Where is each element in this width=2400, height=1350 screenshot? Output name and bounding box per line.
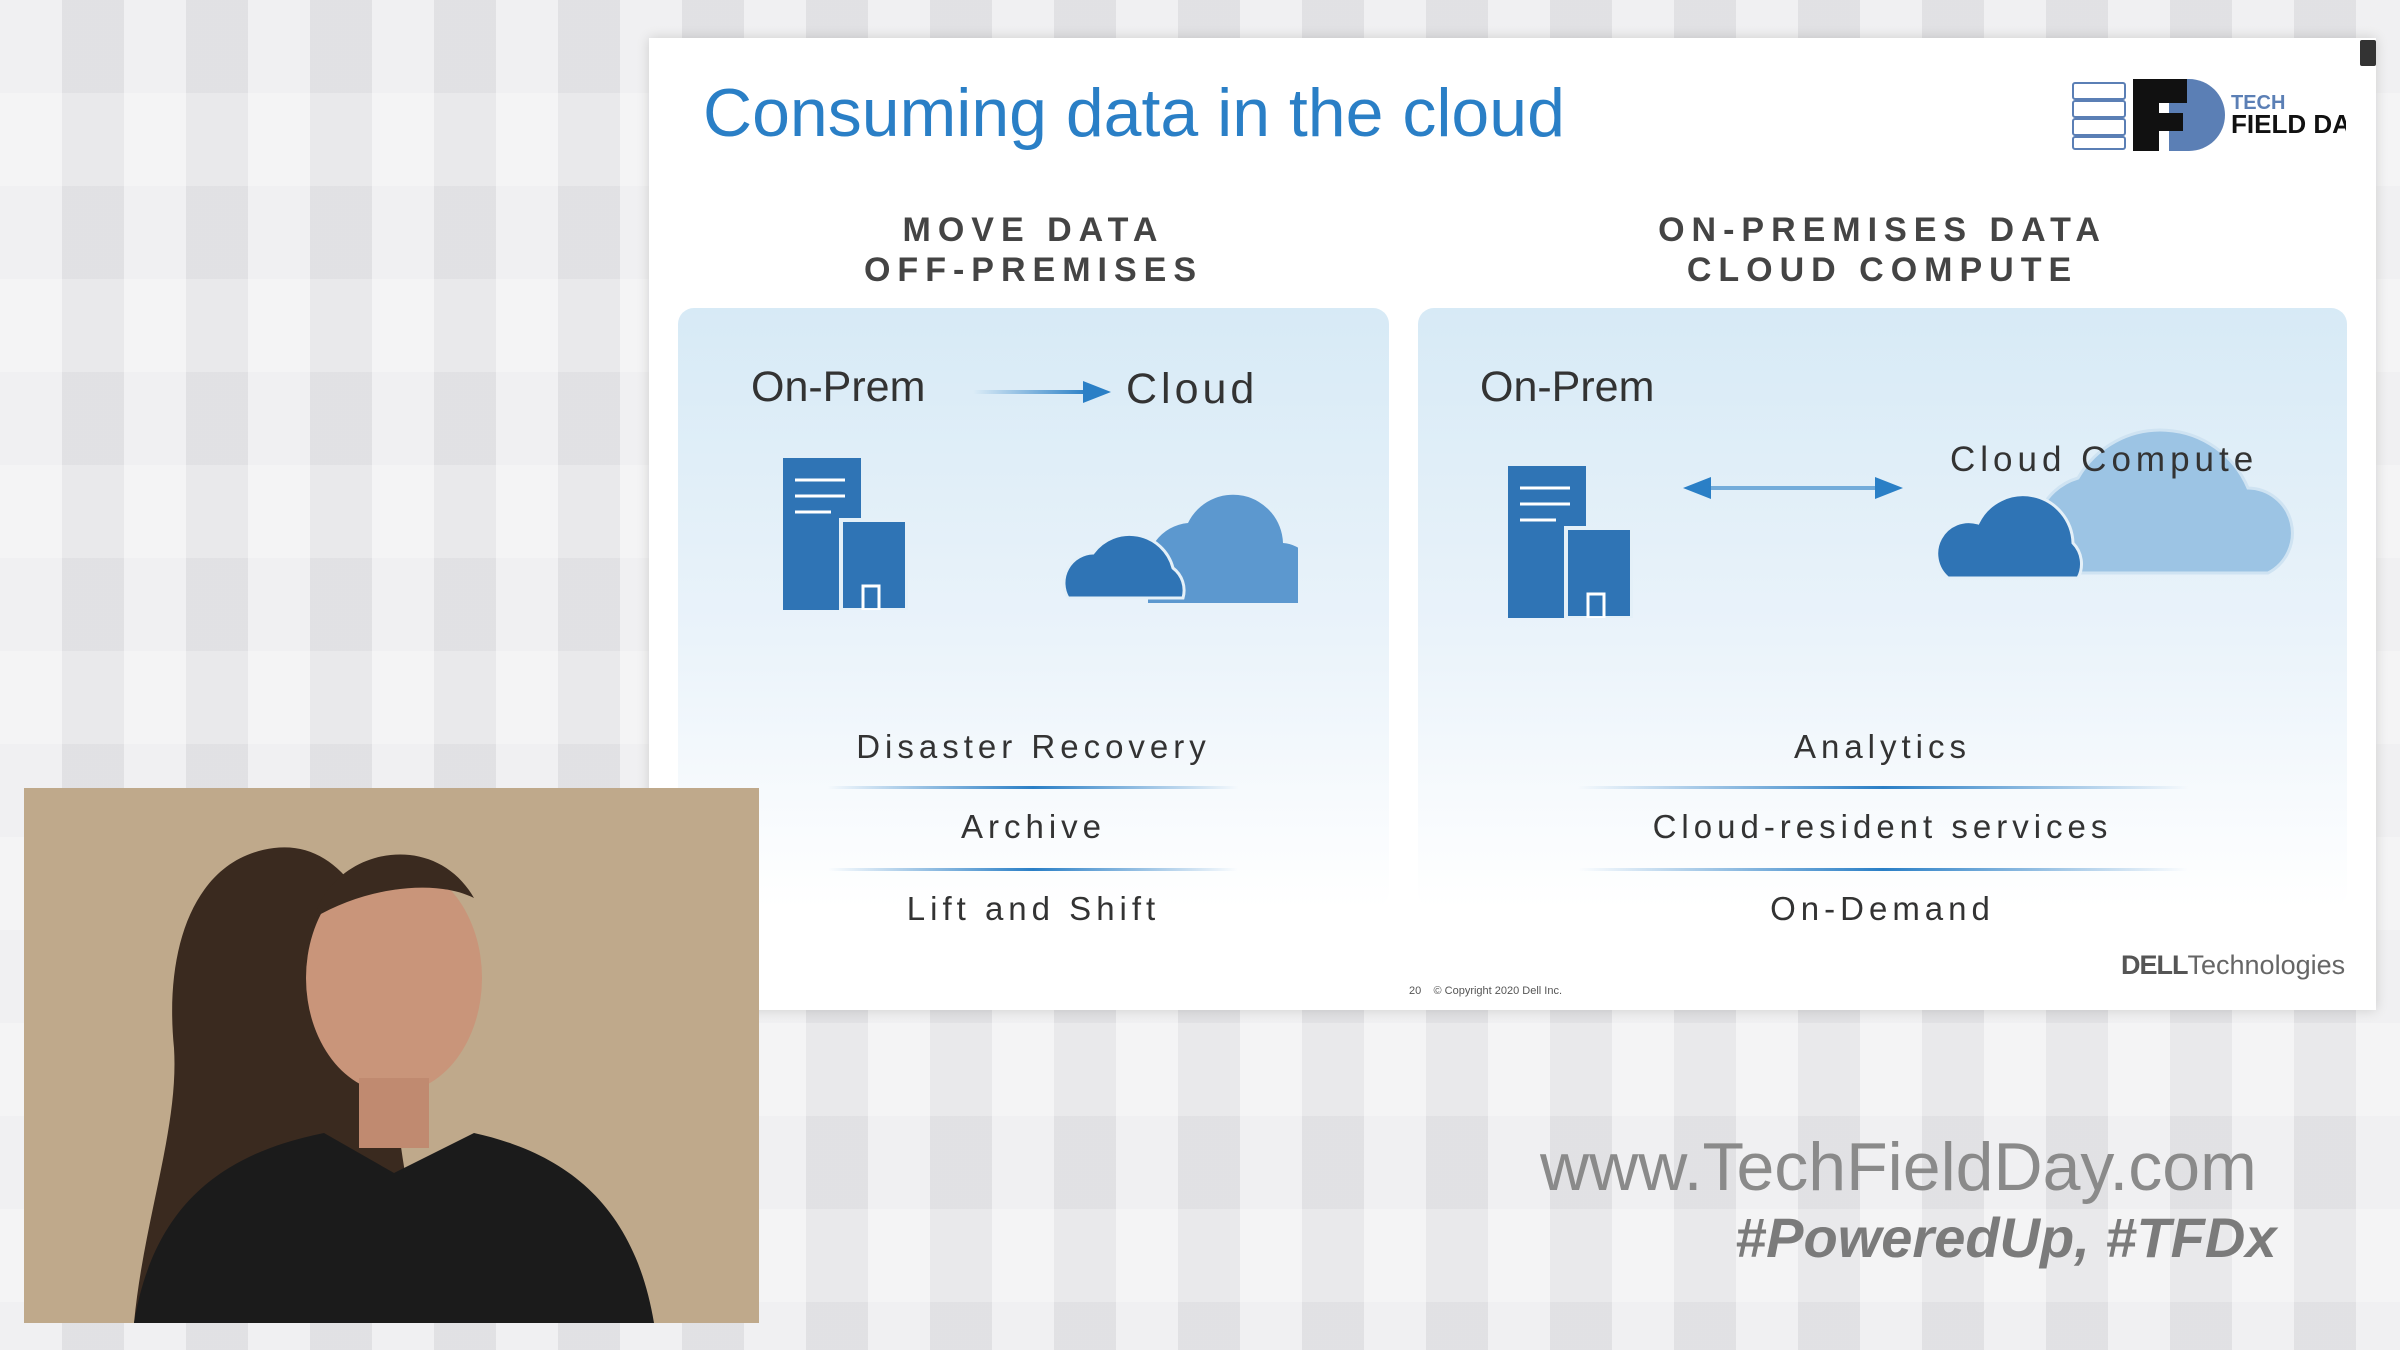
right-heading-line1: ON-PREMISES DATA xyxy=(1658,211,2107,249)
building-icon xyxy=(783,458,908,610)
brand-rest: Technologies xyxy=(2187,950,2346,980)
right-panel: On-Prem Cloud Compute Analytics Cloud-re… xyxy=(1418,308,2347,927)
svg-text:FIELD DAY: FIELD DAY xyxy=(2231,109,2346,139)
use-case-item: Analytics xyxy=(1793,728,1972,765)
divider xyxy=(1578,868,2188,871)
slide-footer: 20 © Copyright 2020 Dell Inc. xyxy=(1409,985,1562,997)
copyright: © Copyright 2020 Dell Inc. xyxy=(1433,985,1563,997)
left-heading: MOVE DATA OFF-PREMISES xyxy=(678,210,1389,290)
tech-field-day-logo: TECH FIELD DAY xyxy=(2072,79,2346,151)
watermark-url: www.TechFieldDay.com xyxy=(1540,1129,2257,1205)
left-panel: On-Prem Cloud Disaster Recovery Archive … xyxy=(678,308,1389,927)
divider xyxy=(828,868,1238,871)
cloud-label: Cloud xyxy=(1126,365,1259,413)
use-case-item: Cloud-resident services xyxy=(1652,808,2113,845)
left-heading-line1: MOVE DATA xyxy=(902,211,1165,249)
arrow-right-icon xyxy=(973,381,1111,403)
use-case-item: On-Demand xyxy=(1770,890,1995,927)
svg-text:TECH: TECH xyxy=(2231,92,2285,114)
cloud-icon xyxy=(1062,494,1298,603)
divider xyxy=(828,786,1238,789)
scroll-indicator[interactable] xyxy=(2360,40,2376,66)
use-case-item: Archive xyxy=(960,808,1107,845)
left-heading-line2: OFF-PREMISES xyxy=(863,251,1204,289)
right-heading-line2: CLOUD COMPUTE xyxy=(1686,251,2079,289)
presentation-slide: Consuming data in the cloud TECH FIELD D… xyxy=(649,38,2376,1010)
on-prem-label: On-Prem xyxy=(1480,363,1655,411)
brand-bold: DELL xyxy=(2121,950,2188,980)
presenter-image xyxy=(24,788,759,1323)
on-prem-label: On-Prem xyxy=(751,363,926,411)
cloud-compute-label: Cloud Compute xyxy=(1950,440,2259,479)
bidirectional-arrow-icon xyxy=(1683,477,1903,499)
slide-title: Consuming data in the cloud xyxy=(703,75,1565,151)
use-case-item: Lift and Shift xyxy=(906,890,1161,927)
cloud-compute-icon xyxy=(1938,428,2294,580)
presenter-webcam xyxy=(24,788,759,1323)
page-number: 20 xyxy=(1409,985,1422,997)
watermark-hashtags: #PoweredUp, #TFDx xyxy=(1735,1206,2277,1269)
building-icon xyxy=(1508,466,1633,618)
dell-technologies-logo: DELLTechnologies xyxy=(2121,950,2345,981)
right-heading: ON-PREMISES DATA CLOUD COMPUTE xyxy=(1418,210,2347,290)
divider xyxy=(1578,786,2188,789)
use-case-item: Disaster Recovery xyxy=(856,728,1211,765)
